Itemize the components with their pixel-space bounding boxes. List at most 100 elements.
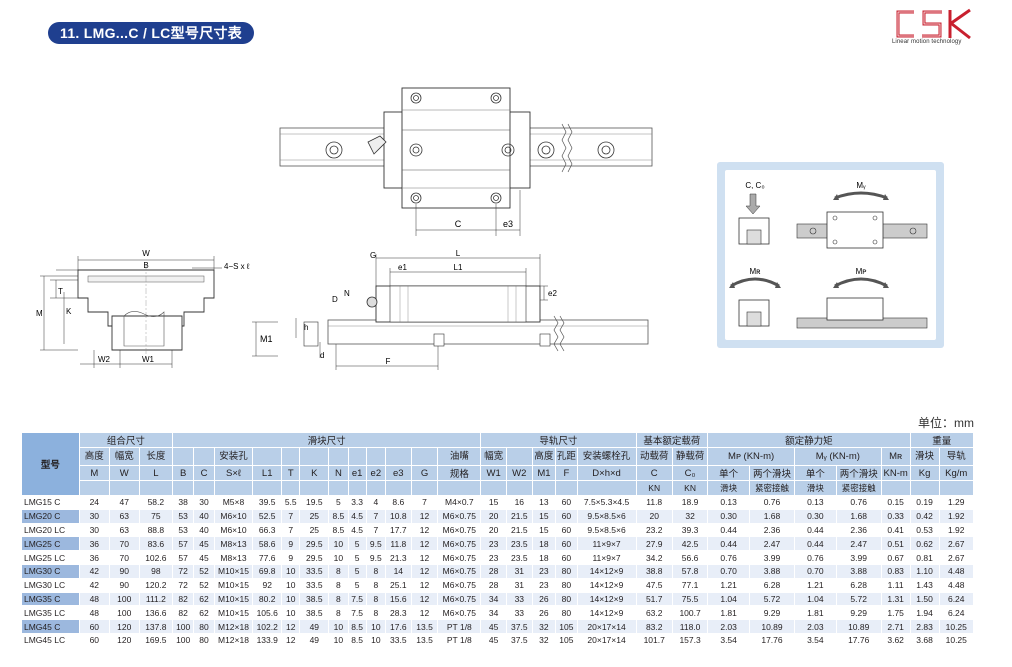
- table-cell: 23.5: [505, 536, 533, 552]
- table-cell: 5.72: [835, 591, 882, 607]
- label-Mp: Mᴘ: [856, 267, 867, 276]
- table-cell: M6×0.75: [437, 605, 482, 621]
- table-cell: 7.5: [347, 591, 367, 607]
- label-F: F: [386, 357, 391, 366]
- table-cell: 15: [531, 522, 557, 538]
- table-cell: 7: [410, 495, 439, 510]
- table-cell: 52: [193, 577, 215, 593]
- table-cell: 3.3: [347, 495, 367, 510]
- table-cell: 39.3: [671, 522, 709, 538]
- label-e1: e1: [398, 263, 407, 272]
- sub-L: L: [138, 465, 173, 481]
- table-cell: 60: [555, 522, 578, 538]
- table-cell: 48: [78, 591, 110, 607]
- table-cell: 0.44: [707, 522, 750, 538]
- table-cell: 2.47: [835, 536, 882, 552]
- table-cell: 2.03: [793, 619, 837, 634]
- table-cell: 12: [410, 508, 439, 524]
- label-G: G: [370, 251, 376, 260]
- table-cell: 36: [78, 536, 110, 552]
- table-cell: 0.51: [880, 536, 911, 552]
- table-cell: 0.44: [793, 536, 837, 552]
- table-cell: 38.8: [635, 563, 673, 579]
- table-cell: 30: [193, 495, 215, 510]
- table-cell: 4: [365, 495, 386, 510]
- sub-tight2: 紧密接触: [835, 480, 882, 496]
- sub-single: 单个: [707, 465, 750, 481]
- table-cell: 77.1: [671, 577, 709, 593]
- table-cell: 5.72: [749, 591, 795, 607]
- table-cell: 0.76: [793, 550, 837, 565]
- sub-double2: 两个滑块: [835, 465, 882, 481]
- table-cell: 45: [193, 536, 215, 552]
- table-cell: M10×15: [213, 591, 254, 607]
- table-cell: M12×18: [213, 619, 254, 634]
- table-cell: 88.8: [138, 522, 173, 538]
- table-cell: 0.67: [880, 550, 911, 565]
- table-cell: 8.5: [347, 619, 367, 634]
- sub-kn2: KN: [671, 480, 709, 496]
- table-cell: 7: [281, 522, 301, 538]
- model-cell: LMG45 LC: [21, 632, 80, 648]
- table-cell: 4.5: [347, 522, 367, 538]
- table-cell: 101.7: [635, 632, 673, 648]
- table-cell: 3.99: [749, 550, 795, 565]
- table-cell: 80: [555, 577, 578, 593]
- table-cell: 2.36: [835, 522, 882, 538]
- table-cell: 10.8: [384, 508, 412, 524]
- table-cell: 3.54: [793, 632, 837, 648]
- table-cell: 13.5: [410, 632, 439, 648]
- table-cell: 16: [505, 495, 533, 510]
- table-cell: 100: [171, 632, 195, 648]
- table-cell: 19.5: [299, 495, 330, 510]
- table-cell: 12: [410, 605, 439, 621]
- table-cell: 10.89: [835, 619, 882, 634]
- table-cell: 105: [555, 632, 578, 648]
- table-cell: 98: [138, 563, 173, 579]
- table-cell: 62: [193, 605, 215, 621]
- table-cell: 45: [480, 619, 507, 634]
- table-cell: 3.62: [880, 632, 911, 648]
- group-static-moment: 额定静力矩: [707, 432, 911, 448]
- head-width: 幅宽: [108, 447, 140, 466]
- head-dyn: 动载荷: [635, 447, 673, 466]
- label-L: L: [456, 249, 461, 258]
- table-cell: M6×0.75: [437, 508, 482, 524]
- table-cell: 25.1: [384, 577, 412, 593]
- table-cell: 5: [328, 495, 349, 510]
- table-cell: M8×13: [213, 536, 254, 552]
- table-cell: 12: [410, 577, 439, 593]
- table-cell: 18.9: [671, 495, 709, 510]
- table-cell: 21.5: [505, 522, 533, 538]
- table-cell: 1.50: [909, 591, 940, 607]
- top-view-drawing: C e3: [279, 87, 653, 236]
- table-cell: 1.29: [938, 495, 974, 510]
- label-K: K: [66, 307, 72, 316]
- load-direction-diagram: C, C₀ Mᵧ Mʀ Mᴘ: [725, 170, 936, 340]
- table-cell: 83.6: [138, 536, 173, 552]
- table-cell: 1.68: [749, 508, 795, 524]
- table-cell: 42: [78, 563, 110, 579]
- table-cell: 34: [480, 605, 507, 621]
- table-cell: 8: [328, 591, 349, 607]
- table-cell: M6×10: [213, 522, 254, 538]
- table-cell: 5.5: [281, 495, 301, 510]
- load-direction-panel: C, C₀ Mᵧ Mʀ Mᴘ: [717, 162, 944, 348]
- table-cell: 60: [555, 495, 578, 510]
- table-cell: 80: [555, 591, 578, 607]
- table-cell: 105.6: [252, 605, 283, 621]
- table-cell: 53: [171, 508, 195, 524]
- head-hole: 安装孔: [213, 447, 254, 466]
- table-cell: 66.3: [252, 522, 283, 538]
- table-cell: 1.81: [707, 605, 750, 621]
- table-cell: 9.5×8.5×6: [576, 508, 637, 524]
- table-cell: 37.5: [505, 632, 533, 648]
- table-cell: 33.5: [384, 632, 412, 648]
- table-cell: 2.83: [909, 619, 940, 634]
- table-cell: 4.48: [938, 577, 974, 593]
- table-cell: M10×15: [213, 563, 254, 579]
